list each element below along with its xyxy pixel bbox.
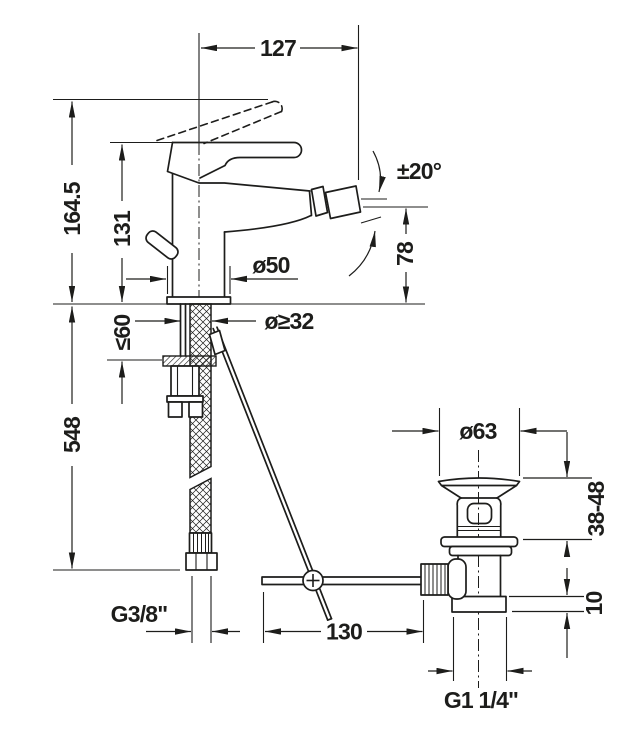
flange-cone-left bbox=[440, 484, 462, 499]
mounting-nut-lip bbox=[166, 395, 204, 403]
dim-label-base-diameter: ø50 bbox=[252, 252, 289, 278]
swivel-arc-upper bbox=[372, 150, 386, 193]
waste-thread-collar bbox=[451, 595, 507, 613]
waste-body-right bbox=[496, 497, 502, 538]
waste-body-left bbox=[456, 497, 462, 538]
swivel-arc-lower bbox=[348, 230, 376, 277]
dim-label-clamp-range: 38-48 bbox=[583, 481, 609, 537]
dim-label-spout-reach: 127 bbox=[260, 35, 296, 61]
mounting-nut bbox=[170, 365, 200, 397]
popup-knob bbox=[145, 230, 179, 260]
clamp-ring-upper bbox=[440, 536, 519, 548]
clamp-ring-lower bbox=[448, 545, 513, 557]
dimension-lines bbox=[68, 44, 571, 675]
spout-underside bbox=[223, 214, 312, 233]
lever-handle bbox=[171, 141, 303, 179]
reference-lines bbox=[53, 25, 592, 681]
spray-ball-joint bbox=[310, 185, 329, 217]
overflow-window bbox=[466, 502, 493, 525]
dim-label-hose-length: 548 bbox=[59, 416, 85, 453]
clamp-screw-cross bbox=[306, 574, 320, 587]
knurl-ridges bbox=[424, 564, 446, 595]
dim-label-swivel-angle: ±20° bbox=[397, 158, 442, 184]
body-cap-and-spout-top bbox=[166, 141, 311, 192]
dim-label-spout-height: 78 bbox=[392, 241, 418, 266]
dim-label-flange-diameter: ø63 bbox=[459, 418, 496, 444]
supply-hose-lower bbox=[189, 477, 212, 534]
dimension-labels: 127 164.5 131 ±20° 78 ø50 ø≥32 ≤60 548 ø… bbox=[59, 35, 609, 713]
dim-label-height-closed: 131 bbox=[109, 210, 135, 247]
mounting-washer bbox=[162, 355, 217, 367]
dim-label-supply-thread: G3/8" bbox=[111, 601, 168, 627]
horizontal-linkage-rod bbox=[261, 576, 425, 586]
dim-label-deck-thickness: ≤60 bbox=[109, 315, 135, 351]
waste-flange-top bbox=[437, 477, 521, 487]
hose-ferrule-ridges bbox=[193, 533, 209, 553]
rod-boss bbox=[447, 558, 467, 600]
hose-hex-nut bbox=[185, 552, 218, 571]
dim-label-collar-height: 10 bbox=[581, 592, 607, 616]
spout-end-edge bbox=[308, 190, 313, 217]
mounting-nut-prong-left bbox=[167, 401, 183, 418]
installation-parts bbox=[162, 303, 425, 621]
base-flange bbox=[166, 296, 232, 305]
lever-raised-dashed bbox=[156, 100, 283, 145]
dim-label-waste-thread: G1 1/4" bbox=[444, 687, 518, 713]
popup-waste bbox=[420, 477, 521, 613]
spray-nozzle bbox=[324, 185, 362, 220]
rod-coupler bbox=[208, 329, 226, 356]
supply-hose-upper bbox=[189, 303, 212, 479]
dim-label-height-raised: 164.5 bbox=[59, 181, 85, 236]
ref-tick-swivel-lower bbox=[360, 216, 382, 224]
bidet-mixer bbox=[145, 100, 362, 305]
flange-cone-right bbox=[496, 484, 518, 499]
dim-label-hole-diameter: ø≥32 bbox=[264, 308, 313, 334]
dim-label-rod-offset: 130 bbox=[326, 619, 362, 645]
mounting-nut-prong-right bbox=[188, 401, 204, 418]
